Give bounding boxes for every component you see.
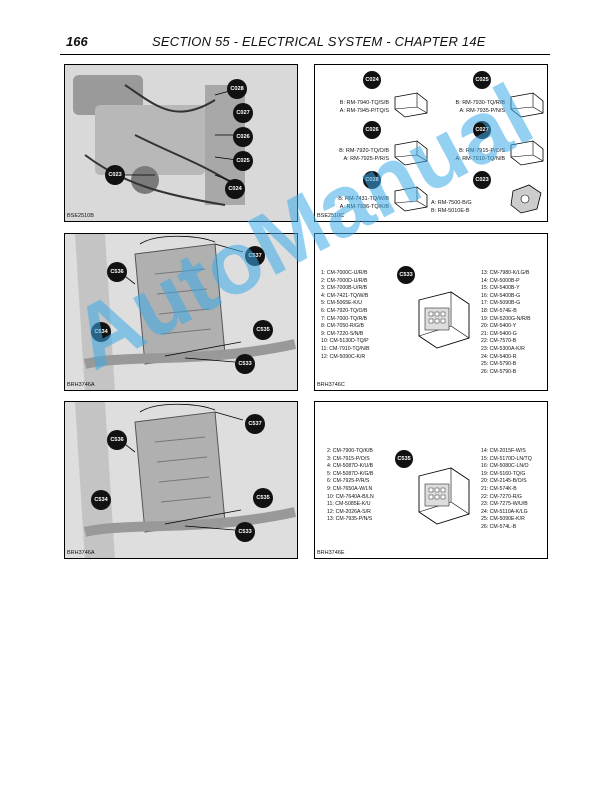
- figure-caption: BRH3746C: [317, 382, 345, 388]
- connector-c025-drawing: [510, 92, 544, 118]
- callout-c027: C027: [233, 103, 253, 123]
- callout-c535: C535: [253, 320, 273, 340]
- callout-c025: C025: [233, 151, 253, 171]
- page-number: 166: [66, 34, 88, 49]
- section-title: SECTION 55 - ELECTRICAL SYSTEM - CHAPTER…: [152, 34, 486, 49]
- callout-c026: C026: [233, 127, 253, 147]
- callout-c534: C534: [91, 490, 111, 510]
- connector-id-c023: C023: [473, 171, 491, 189]
- callout-c024: C024: [225, 179, 245, 199]
- figure-caption: BRH3746E: [317, 550, 345, 556]
- module-photo-illustration: [65, 402, 297, 558]
- callout-c533: C533: [235, 354, 255, 374]
- engine-photo-illustration: [65, 65, 297, 221]
- connector-c027-drawing: [510, 140, 544, 166]
- callout-c023: C023: [105, 165, 125, 185]
- figure-caption: BSE2510B: [67, 213, 94, 219]
- connector-c023-drawing: [510, 184, 542, 214]
- connector-c533-drawing: [418, 291, 470, 349]
- callout-c537: C537: [245, 246, 265, 266]
- callout-c535: C535: [253, 488, 273, 508]
- photo-panel-module-c533-c537: C536 C537 C534 C535 C533 BRH3746A: [64, 233, 298, 391]
- photo-panel-connectors-c023-c028: C028 C027 C026 C025 C023 C024 BSE2510B: [64, 64, 298, 222]
- connector-id-c533: C533: [397, 266, 415, 284]
- connector-c535-drawing: [418, 467, 470, 525]
- connector-c024-drawing: [394, 92, 428, 118]
- photo-panel-module-c533-c537-repeat: C536 C537 C534 C535 C533 BRH3746A: [64, 401, 298, 559]
- callout-c536: C536: [107, 430, 127, 450]
- figure-caption: BRH3746A: [67, 382, 95, 388]
- header-rule: [60, 54, 550, 55]
- connector-c028-drawing: [394, 186, 428, 212]
- figure-caption: BRH3746A: [67, 550, 95, 556]
- callout-c028: C028: [227, 79, 247, 99]
- connector-id-c535: C535: [395, 450, 413, 468]
- connector-id-c026: C026: [363, 121, 381, 139]
- connector-id-c024: C024: [363, 71, 381, 89]
- figure-caption: BSE2510C: [317, 213, 345, 219]
- callout-c536: C536: [107, 262, 127, 282]
- callout-c534: C534: [91, 322, 111, 342]
- connector-id-c027: C027: [473, 121, 491, 139]
- connector-c026-drawing: [394, 140, 428, 166]
- connector-id-c028: C028: [363, 171, 381, 189]
- callout-c537: C537: [245, 414, 265, 434]
- module-photo-illustration: [65, 234, 297, 390]
- callout-c533: C533: [235, 522, 255, 542]
- connector-id-c025: C025: [473, 71, 491, 89]
